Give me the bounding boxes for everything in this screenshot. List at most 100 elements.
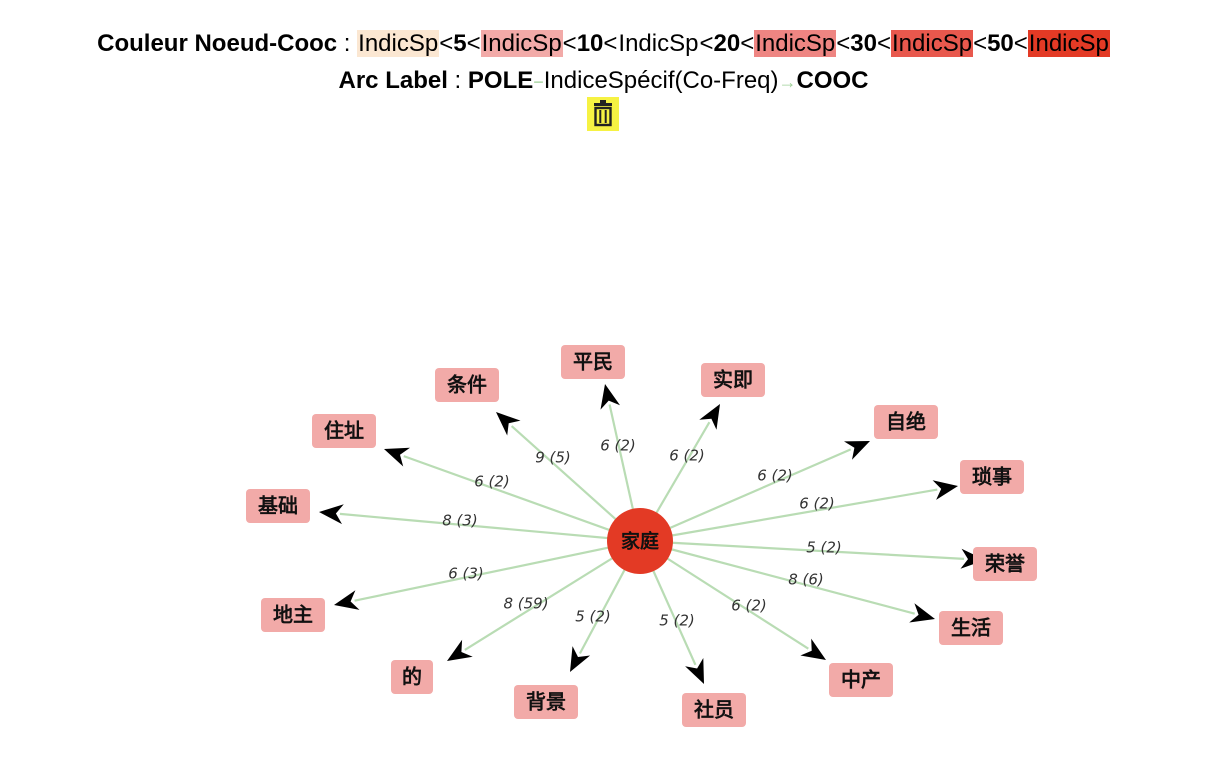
legend-swatch-label: IndicSp	[480, 30, 563, 57]
legend-threshold: 50	[987, 30, 1014, 57]
node-box	[435, 368, 499, 402]
edge-line	[403, 455, 641, 543]
edge-label: 9 (5)	[535, 449, 571, 467]
node-box	[829, 663, 893, 697]
edge-arrowhead	[699, 404, 720, 430]
edge-line	[639, 539, 915, 615]
node-box	[246, 489, 310, 523]
legend-separator: <	[439, 30, 454, 57]
legend-separator: <	[740, 30, 755, 57]
edge-arrowhead	[844, 441, 870, 460]
arc-legend-target: COOC	[796, 67, 869, 94]
edge-line	[639, 448, 852, 543]
legend-swatch-label: IndicSp	[357, 30, 440, 57]
arc-legend-title: Arc Label	[338, 67, 448, 94]
legend-separator: <	[466, 30, 481, 57]
node-label: 的	[402, 665, 422, 689]
node-label: 地主	[273, 603, 313, 627]
edge-arrowhead	[932, 480, 958, 500]
node-label: 琐事	[972, 465, 1012, 489]
edge-label: 8 (3)	[442, 512, 478, 530]
node-box	[561, 345, 625, 379]
edge-label: 6 (2)	[474, 473, 510, 491]
edge-arrowhead	[600, 384, 620, 410]
arc-legend-arrow: →	[778, 72, 797, 92]
edge-arrowhead	[800, 638, 826, 660]
legend-separator: <	[1013, 30, 1028, 57]
legend-separator: <	[836, 30, 851, 57]
node-box	[973, 547, 1037, 581]
node-box	[960, 460, 1024, 494]
arc-legend-dash: −	[533, 72, 544, 92]
edge-arrowhead	[909, 603, 935, 623]
edge-label: 8 (59)	[503, 595, 548, 613]
node-label: 实即	[713, 368, 753, 392]
legend-separator: <	[973, 30, 988, 57]
node-label: 背景	[526, 690, 566, 714]
legend-title: Couleur Noeud-Cooc	[97, 30, 338, 57]
node-box	[261, 598, 325, 632]
legend-swatch-label: IndicSp	[1027, 30, 1110, 57]
edge-arrowhead	[447, 639, 473, 661]
node-label: 住址	[324, 419, 364, 443]
node-box	[874, 405, 938, 439]
node-box	[682, 693, 746, 727]
edge-label: 8 (6)	[788, 571, 824, 589]
legend-separator: <	[603, 30, 618, 57]
edge-arrowhead	[496, 412, 521, 436]
legend-threshold: 30	[850, 30, 877, 57]
edge-arrowhead	[319, 504, 344, 525]
edge-label: 6 (2)	[669, 447, 705, 465]
node-label: 生活	[951, 616, 991, 640]
edge-arrowhead	[384, 447, 410, 467]
node-color-legend: Couleur Noeud-Cooc : IndicSp<5<IndicSp<1…	[0, 28, 1207, 60]
legend-swatch-label: IndicSp	[754, 30, 837, 57]
edge-line	[639, 488, 938, 543]
node-label: 条件	[447, 373, 487, 397]
legend-threshold: 20	[713, 30, 741, 57]
edge-label: 5 (2)	[806, 539, 842, 557]
edge-line	[639, 540, 809, 650]
edge-arrowhead	[334, 590, 360, 610]
edge-arrowhead	[685, 658, 704, 684]
legend-swatch-label: IndicSp	[891, 30, 974, 57]
node-label: 中产	[841, 668, 881, 692]
arc-legend-source: POLE	[467, 67, 534, 94]
arc-legend-measure: IndiceSpécif(Co-Freq)	[543, 67, 779, 94]
node-label: 荣誉	[984, 552, 1026, 576]
edge-label: 6 (2)	[799, 495, 835, 513]
node-box	[939, 611, 1003, 645]
center-node-label: 家庭	[621, 530, 659, 553]
node-box	[514, 685, 578, 719]
edge-label: 6 (2)	[600, 437, 636, 455]
legend-separator: <	[876, 30, 891, 57]
edge-line	[464, 540, 641, 651]
center-node	[607, 508, 673, 574]
edge-line	[339, 512, 641, 543]
trash-icon	[594, 100, 612, 127]
trash-button[interactable]	[587, 97, 619, 131]
edge-arrowhead	[960, 548, 985, 569]
node-box	[312, 414, 376, 448]
legend-separator: <	[699, 30, 714, 57]
edge-label: 6 (2)	[731, 597, 767, 615]
edge-line	[639, 539, 965, 560]
legend-colon: :	[337, 30, 358, 57]
legend-threshold: 10	[576, 30, 604, 57]
node-label: 平民	[573, 350, 613, 374]
edge-label: 6 (3)	[448, 565, 484, 583]
edge-line	[354, 539, 641, 602]
arc-label-legend: Arc Label : POLE−IndiceSpécif(Co-Freq)→C…	[0, 65, 1207, 97]
legend-swatch-label: IndicSp	[617, 30, 700, 57]
legend-threshold: 5	[453, 30, 467, 57]
node-label: 自绝	[886, 410, 926, 434]
node-box	[701, 363, 765, 397]
edge-label: 5 (2)	[659, 612, 695, 630]
node-label: 基础	[258, 494, 298, 518]
edge-arrowhead	[570, 646, 591, 672]
legend-separator: <	[562, 30, 577, 57]
edge-label: 6 (2)	[757, 467, 793, 485]
edge-label: 5 (2)	[575, 608, 611, 626]
node-label: 社员	[693, 698, 734, 722]
